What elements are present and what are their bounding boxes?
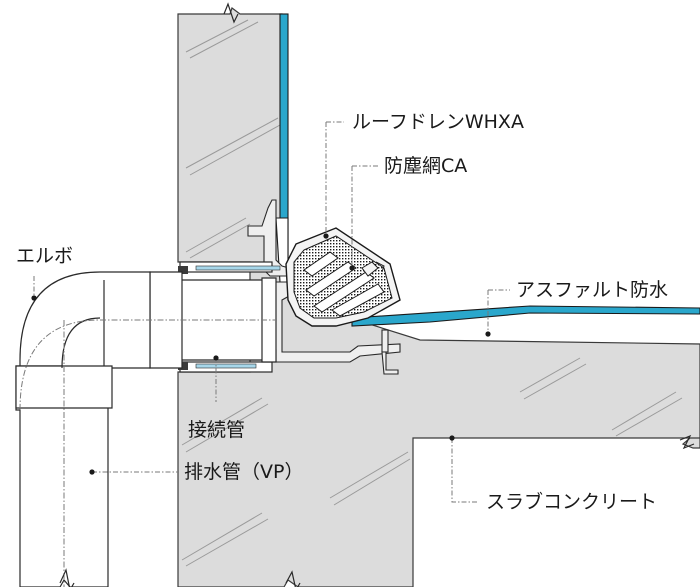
label-asphalt: アスファルト防水: [516, 279, 668, 301]
concrete-hatch: [181, 19, 683, 567]
membrane-horizontal: [351, 305, 700, 327]
joint-pipe: [178, 261, 281, 373]
pipe-end-ring: [261, 277, 277, 363]
label-roof-drain: ルーフドレンWHXA: [352, 111, 524, 133]
label-dust-net: 防塵網CA: [384, 155, 467, 177]
pipe-liner-bottom: [195, 363, 257, 369]
label-joint-pipe: 接続管: [188, 419, 245, 441]
labels: ルーフドレンWHXA 防塵網CA エルボ アスファルト防水 接続管 排水管（VP…: [16, 111, 668, 513]
drain-bolt: [381, 329, 389, 353]
pipe-liner-top: [195, 265, 281, 271]
label-drain-pipe: 排水管（VP）: [184, 461, 303, 483]
label-elbow: エルボ: [16, 245, 73, 267]
drain-anchor: [381, 351, 399, 375]
seal-top: [178, 266, 188, 274]
drain-pipe-elbow: [15, 271, 277, 587]
seal-bottom: [178, 362, 188, 370]
label-slab: スラブコンクリート: [486, 490, 657, 513]
concrete-body: [177, 7, 700, 587]
dust-net-grille: [285, 227, 401, 327]
